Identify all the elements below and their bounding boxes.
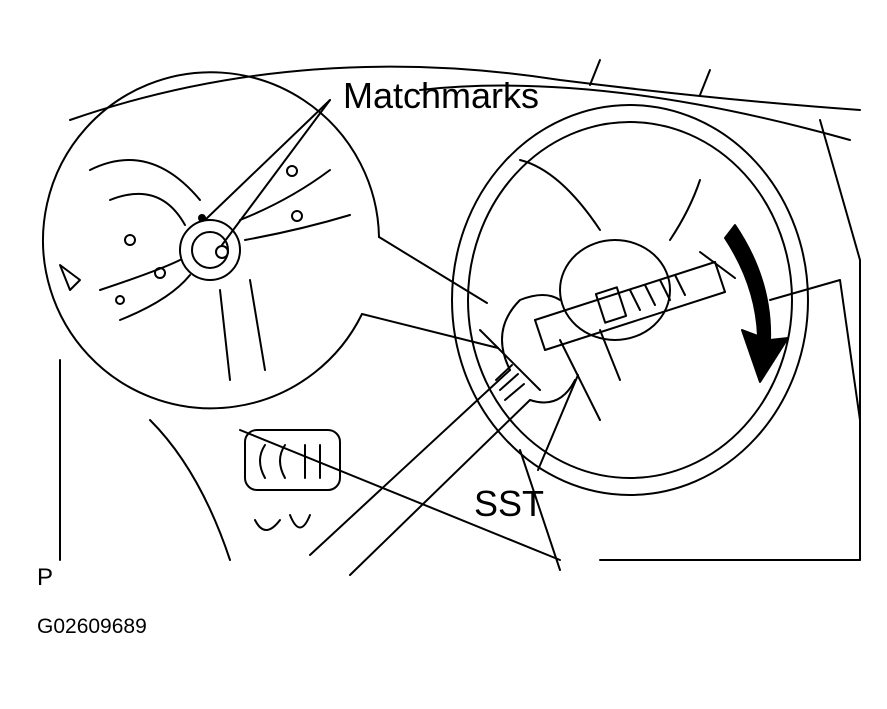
sst-label: SST (474, 483, 545, 524)
figure-id-label: G02609689 (37, 615, 147, 638)
wrench (309, 294, 576, 576)
steering-wheel (451, 104, 809, 496)
matchmarks-label: Matchmarks (343, 75, 540, 116)
sst-puller (534, 251, 736, 421)
matchmarks-leader-lines (204, 99, 331, 246)
rotation-arrow-icon (724, 224, 789, 383)
dash-switch-cluster (244, 429, 341, 531)
magnified-detail-view (42, 71, 499, 410)
dashboard-lines (59, 59, 861, 571)
view-code-label: P (37, 564, 54, 591)
sst-leader-line (537, 374, 579, 471)
